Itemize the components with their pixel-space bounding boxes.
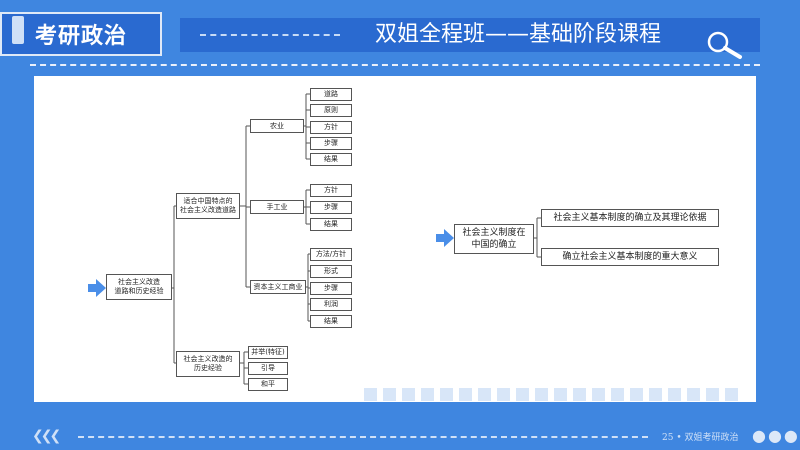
page-title: 双姐全程班——基础阶段课程 [375,22,662,47]
leaf-handicraft-0: 方针 [310,184,352,197]
leaf-agri-1: 原则 [310,104,352,117]
node-reform-path: 适合中国特点的 社会主义改造道路 [176,193,240,219]
leaf-commerce-3: 利润 [310,298,352,311]
leaf-experience-1: 引导 [248,362,288,375]
arrow-right-icon [436,229,454,247]
leaf-experience-2: 和平 [248,378,288,391]
node-root: 社会主义改造 道路和历史经验 [106,274,172,300]
node-system-established: 社会主义制度在 中国的确立 [454,224,534,254]
search-icon [707,31,742,59]
footer-dashed-line [78,436,648,438]
leaf-agri-2: 方针 [310,121,352,134]
title-dashed-line [200,34,340,36]
brand-accent-strip [12,16,24,44]
double-chevron-left-icon[interactable]: ❮❮❮ [32,428,61,444]
leaf-agri-4: 结果 [310,153,352,166]
leaf-system-significance: 确立社会主义基本制度的重大意义 [541,248,719,266]
node-commerce: 资本主义工商业 [250,280,306,294]
page-number: 25 • 双姐考研政治 [662,433,739,443]
leaf-commerce-2: 步骤 [310,282,352,295]
content-panel: 社会主义改造 道路和历史经验 适合中国特点的 社会主义改造道路 社会主义改造的 … [34,76,756,402]
leaf-agri-0: 道路 [310,88,352,101]
leaf-handicraft-1: 步骤 [310,201,352,214]
leaf-commerce-4: 结果 [310,315,352,328]
leaf-commerce-0: 方法/方针 [310,248,352,261]
node-historical-experience: 社会主义改造的 历史经验 [176,351,240,377]
leaf-commerce-1: 形式 [310,265,352,278]
leaf-handicraft-2: 结果 [310,218,352,231]
brand-box: 考研政治 [0,12,162,56]
leaf-agri-3: 步骤 [310,137,352,150]
node-agriculture: 农业 [250,119,304,133]
header-dashed-divider [30,64,760,66]
leaf-system-basis: 社会主义基本制度的确立及其理论依据 [541,209,719,227]
decorative-squares [364,388,738,401]
brand-title: 考研政治 [34,24,127,49]
arrow-right-icon [88,279,106,297]
mindmap-connectors [88,93,541,385]
dots-icon: ●●● [752,426,800,445]
node-handicraft: 手工业 [250,200,304,214]
leaf-experience-0: 并举(特征) [248,346,288,359]
